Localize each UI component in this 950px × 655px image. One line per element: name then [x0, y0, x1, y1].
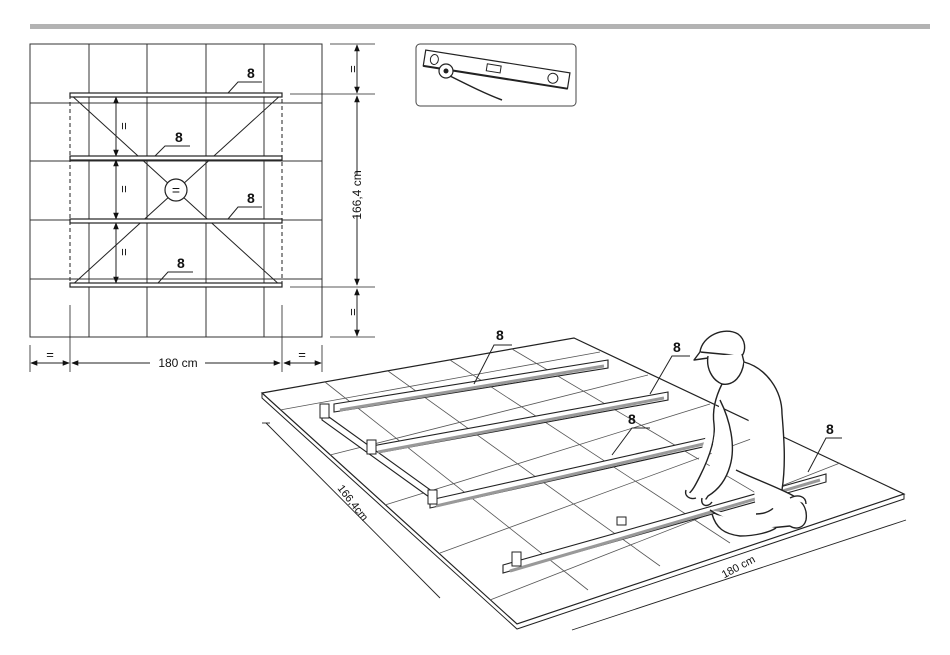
perspective-view: [262, 331, 906, 630]
part-label: 8: [247, 190, 255, 206]
equal-mark: =: [346, 308, 361, 316]
part-label: 8: [177, 255, 185, 271]
part-label: 8: [247, 65, 255, 81]
rail-third: [70, 219, 282, 223]
part-label: 8: [628, 411, 636, 427]
center-equal-mark: =: [172, 182, 180, 198]
perspective-depth-label: 166,4cm: [335, 483, 370, 524]
leader-line: [228, 82, 262, 93]
part-label: 8: [496, 327, 504, 343]
rail-top: [70, 93, 282, 97]
part-label: 8: [673, 339, 681, 355]
part-label: 8: [826, 421, 834, 437]
leader-line: [158, 272, 193, 283]
equal-mark: =: [298, 347, 306, 362]
rail-bottom: [70, 283, 282, 287]
rail-second: [70, 156, 282, 160]
plan-view: [30, 44, 375, 372]
equal-mark: =: [46, 347, 54, 362]
leader-line: [155, 146, 190, 156]
top-bar: [30, 24, 930, 29]
equal-mark: =: [117, 185, 132, 193]
equal-mark: =: [117, 122, 132, 130]
equal-mark: =: [117, 248, 132, 256]
plan-width-label: 180 cm: [158, 356, 197, 370]
plan-height-label: 166,4 cm: [350, 170, 364, 219]
part-label: 8: [175, 129, 183, 145]
perspective-width-label: 180 cm: [720, 554, 757, 582]
leader-line: [228, 207, 262, 219]
equal-mark: =: [346, 65, 361, 73]
spirit-level-icon: [416, 44, 576, 106]
